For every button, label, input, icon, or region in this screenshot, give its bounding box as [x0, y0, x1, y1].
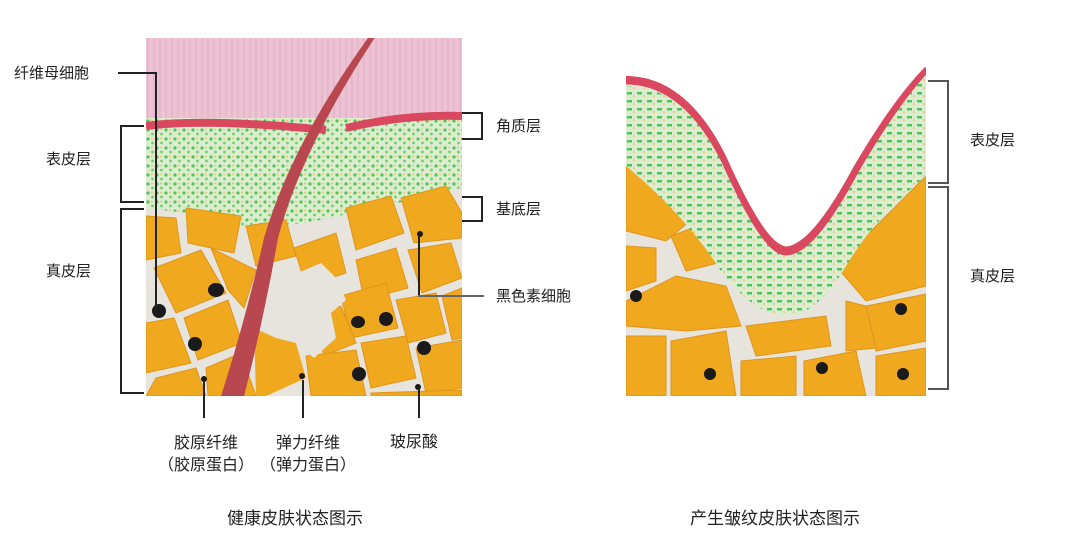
stratum-corneum-label: 角质层	[496, 117, 542, 135]
elastin-label: 弹力纤维 （弹力蛋白）	[259, 433, 356, 474]
wrinkled-skin-illustration	[626, 66, 926, 396]
fibroblast-label: 纤维母细胞	[14, 64, 90, 82]
collagen-label: 胶原纤维 （胶原蛋白）	[157, 433, 254, 474]
basal-layer-label: 基底层	[496, 200, 542, 218]
fibroblast-leader-h	[118, 72, 156, 74]
elastin-leader	[302, 380, 304, 418]
healthy-skin-illustration	[146, 38, 462, 396]
hyaluronic-leader	[418, 388, 420, 418]
dermis-label-right: 真皮层	[970, 267, 1016, 285]
healthy-caption: 健康皮肤状态图示	[227, 509, 363, 529]
fibroblast-leader-v	[155, 72, 157, 310]
epidermis-label-right: 表皮层	[970, 131, 1016, 149]
wrinkled-caption: 产生皱纹皮肤状态图示	[690, 509, 860, 529]
hyaluronic-label: 玻尿酸	[390, 432, 439, 451]
collagen-leader	[203, 382, 205, 418]
epidermis-label-left: 表皮层	[46, 150, 92, 168]
melanocyte-label: 黑色素细胞	[496, 287, 572, 305]
dermis-label-left: 真皮层	[46, 262, 92, 280]
